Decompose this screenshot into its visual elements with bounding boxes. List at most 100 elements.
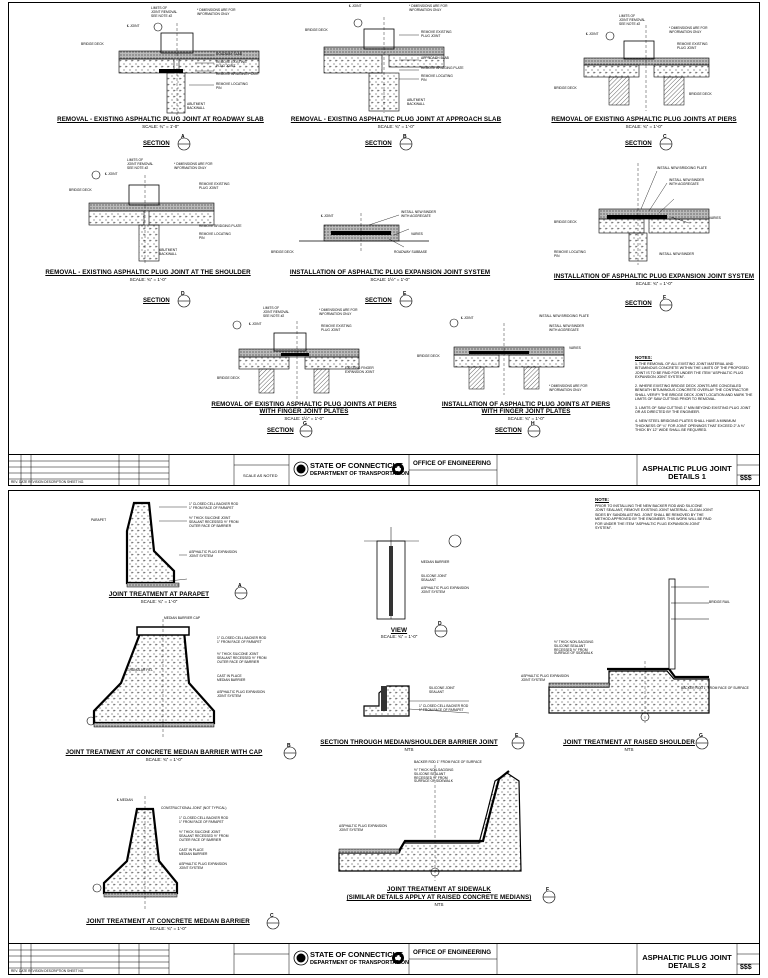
section-c-scale: SCALE: ¾" = 1'-0" (625, 124, 663, 129)
sheet1-notes: 1. THE REMOVAL OF ALL EXISTING JOINT MAT… (635, 362, 753, 433)
sheet2-notes: PRIOR TO INSTALLING THE NEW BACKER ROD A… (595, 504, 713, 531)
section-e-drawing (299, 213, 429, 253)
section-b-cl-label: ℄ JOINT (349, 4, 362, 8)
sheet1-notes-header: NOTES: (635, 355, 653, 360)
section-f-binder-label: INSTALL NEW BINDER WITH AGGREGATE (669, 178, 704, 186)
sheet1-title-block: REV. DATE REVISION DESCRIPTION SHEET NO.… (9, 454, 759, 485)
detail-g-nonsag-label: ½" THICK NON-SAGGING SILICONE SEALANT RE… (554, 640, 594, 656)
section-g-drawing (232, 320, 360, 399)
section-b-scale: SCALE: ¾" = 1'-0" (377, 124, 415, 129)
detail-a-parapet-label: PARAPET (91, 518, 107, 522)
detail-b-backer-label: 1" CLOSED CELL BACKER ROD 1" FROM FACE O… (217, 636, 267, 644)
sheet1-scale-note: SCALE AS NOTED (243, 473, 278, 478)
detail-b-scale: SCALE: ¾" = 1'-0" (145, 757, 183, 762)
section-g-letter: G (303, 421, 307, 427)
detail-b-median-cap-drawing (86, 619, 216, 739)
detail-d-view-drawing (364, 527, 462, 620)
section-d-dims-label: * DIMENSIONS ARE FOR INFORMATION ONLY (174, 162, 213, 170)
detail-e-scale: NTS (404, 747, 414, 752)
section-a-title: REMOVAL - EXISTING ASPHALTIC PLUG JOINT … (57, 116, 264, 123)
section-g-dims-label: * DIMENSIONS ARE FOR INFORMATION ONLY (319, 308, 358, 316)
detail-c-cl-label: ℄ MEDIAN (117, 798, 133, 802)
section-d-label: SECTION (143, 298, 170, 304)
section-f-label: SECTION (625, 301, 652, 307)
section-g-limits-label: LIMITS OF JOINT REMOVAL SEE NOTE #2 (263, 306, 290, 318)
section-h-scale: SCALE: ¾" = 1'-0" (507, 416, 545, 421)
section-b-remove-plug-label: REMOVE EXISTING PLUG JOINT (421, 30, 452, 38)
detail-g-title: JOINT TREATMENT AT RAISED SHOULDER (563, 739, 695, 746)
detail-a-letter: A (238, 583, 242, 589)
detail-b-title: JOINT TREATMENT AT CONCRETE MEDIAN BARRI… (65, 749, 263, 756)
section-c-title: REMOVAL OF EXISTING ASPHALTIC PLUG JOINT… (551, 116, 737, 123)
detail-g-apj-label: ASPHALTIC PLUG EXPANSION JOINT SYSTEM (521, 674, 569, 682)
section-a-limits-label: LIMITS OF JOINT REMOVAL SEE NOTE #2 (151, 6, 178, 18)
sheet2-revision-header: REV. DATE REVISION DESCRIPTION SHEET NO. (11, 969, 85, 973)
section-c-deck-left-label: BRIDGE DECK (554, 86, 577, 90)
section-a-dims-label: * DIMENSIONS ARE FOR INFORMATION ONLY (197, 8, 236, 16)
drawing-sheet-details-1: LIMITS OF JOINT REMOVAL SEE NOTE #2 * DI… (8, 2, 760, 486)
section-c-cl-label: ℄ JOINT (586, 32, 599, 36)
sheet2-agency-line1: STATE OF CONNECTICUT (310, 950, 403, 959)
detail-d-silicone-label: SILICONE JOINT SEALANT (421, 574, 447, 582)
section-a-remove-plug-label: REMOVE EXISTING PLUG JOINT (216, 60, 247, 68)
section-f-pin-label: REMOVE LOCATING PIN (554, 250, 586, 258)
section-g-label: SECTION (267, 428, 294, 434)
detail-g-backer-label: BACKER ROD 1" FROM FACE OF SURFACE (681, 686, 749, 690)
sheet2-title-block: REV. DATE REVISION DESCRIPTION SHEET NO.… (9, 943, 759, 974)
section-b-abutment-label: ABUTMENT BACKWALL (407, 98, 426, 106)
detail-b-silicone-label: ½" THICK SILICONE JOINT SEALANT RECESSED… (217, 652, 267, 664)
section-h-cl-label: ℄ JOINT (461, 316, 474, 320)
detail-g-shoulder-drawing (548, 578, 710, 723)
detail-d-median-label: MEDIAN BARRIER (421, 560, 450, 564)
detail-d-title: VIEW (390, 627, 408, 634)
section-c-drawing (583, 25, 710, 111)
detail-d-scale: SCALE: ¾" = 1'-0" (380, 634, 418, 639)
detail-e-silicone-label: SILICONE JOINT SEALANT (429, 686, 455, 694)
detail-e-title: SECTION THROUGH MEDIAN/SHOULDER BARRIER … (320, 739, 498, 746)
detail-e-section-drawing (363, 685, 470, 717)
section-f-varies-label: VARIES (709, 216, 721, 220)
section-a-deck-label: BRIDGE DECK (81, 42, 104, 46)
section-h-plate-label: INSTALL NEW BRIDGING PLATE (539, 314, 589, 318)
section-d-deck-label: BRIDGE DECK (69, 188, 92, 192)
detail-c-scale: SCALE: ¾" = 1'-0" (149, 926, 187, 931)
drawing-sheet-details-2: PARAPET 1" CLOSED CELL BACKER ROD 1" FRO… (8, 490, 760, 975)
detail-f-letter: F (546, 887, 550, 893)
detail-b-apj-label: ASPHALTIC PLUG EXPANSION JOINT SYSTEM (217, 690, 265, 698)
section-h-varies-label: VARIES (569, 346, 581, 350)
section-b-title: REMOVAL - EXISTING ASPHALTIC PLUG JOINT … (290, 116, 502, 123)
detail-b-letter: B (287, 743, 291, 749)
detail-a-scale: SCALE: ¾" = 1'-0" (140, 599, 178, 604)
detail-c-title: JOINT TREATMENT AT CONCRETE MEDIAN BARRI… (86, 918, 250, 925)
section-b-bridging-label: REMOVE BRIDGING PLATE (421, 66, 464, 70)
section-e-letter: E (403, 291, 407, 297)
detail-c-silicone-label: ½" THICK SILICONE JOINT SEALANT RECESSED… (179, 830, 229, 842)
section-d-scale: SCALE: ¾" = 1'-0" (129, 277, 167, 282)
section-f-scale: SCALE: ¾" = 1'-0" (635, 281, 673, 286)
section-a-bridging-label: REMOVE BRIDGING PLATE (216, 72, 259, 76)
section-g-finger-label: EXISTING FINGER EXPANSION JOINT (345, 366, 375, 374)
title-block-grid (9, 455, 759, 485)
section-e-binder-label: INSTALL NEW BINDER WITH AGGREGATE (401, 210, 436, 218)
section-b-approach-label: APPROACH SLAB (421, 56, 449, 60)
section-d-abutment-label: ABUTMENT BACKWALL (159, 248, 178, 256)
section-a-pin-label: REMOVE LOCATING PIN (216, 82, 248, 90)
section-e-label: SECTION (365, 298, 392, 304)
detail-f-sidewalk-drawing (338, 765, 522, 881)
sheet1-office: OFFICE OF ENGINEERING (413, 460, 492, 467)
section-c-dims-label: * DIMENSIONS ARE FOR INFORMATION ONLY (669, 26, 708, 34)
section-g-cl-label: ℄ JOINT (249, 322, 262, 326)
section-d-cl-label: ℄ JOINT (105, 172, 118, 176)
section-d-letter: D (181, 291, 185, 297)
section-h-letter: H (531, 421, 535, 427)
detail-f-backer-label: BACKER ROD 1" FROM FACE OF SURFACE (414, 760, 482, 764)
section-g-scale: SCALE: 1½" = 1'-0" (284, 416, 324, 421)
section-b-letter: B (403, 134, 407, 140)
detail-g-letter: G (699, 733, 703, 739)
sheet2-linework (86, 501, 710, 930)
section-d-title: REMOVAL - EXISTING ASPHALTIC PLUG JOINT … (45, 269, 251, 276)
section-a-roadway-label: ROADWAY SLAB (216, 52, 242, 56)
detail-a-title: JOINT TREATMENT AT PARAPET (108, 591, 210, 598)
section-f-deck-label: BRIDGE DECK (554, 220, 577, 224)
section-c-label: SECTION (625, 141, 652, 147)
